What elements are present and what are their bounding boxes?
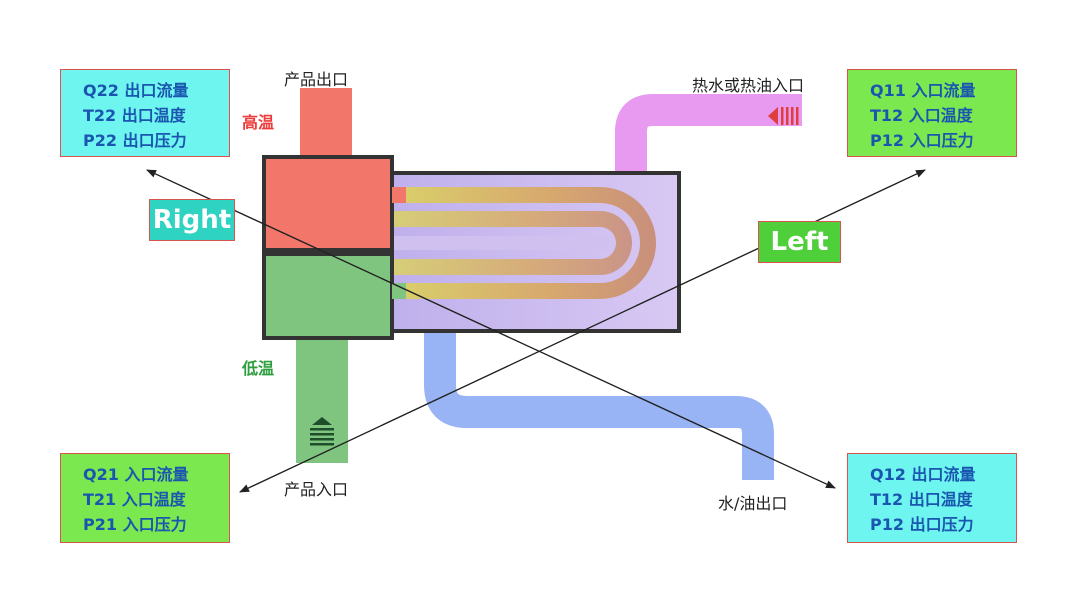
right-tag: Right: [149, 199, 235, 241]
left-tag: Left: [758, 221, 841, 263]
product-outlet-pipe: [300, 88, 352, 162]
hot-water-inlet-pipe: [615, 94, 802, 180]
info-line: T12 入口温度: [870, 106, 973, 125]
product-inlet-pipe: [296, 335, 348, 463]
low-temp-label: 低温: [242, 359, 275, 378]
high-temp-label: 高温: [242, 113, 275, 132]
water-oil-outlet-label: 水/油出口: [718, 494, 788, 513]
info-line: Q12 出口流量: [870, 465, 976, 484]
water-oil-outlet-pipe: [424, 330, 774, 480]
product-inlet-label: 产品入口: [284, 480, 349, 499]
inlet-arrow-icon: [768, 107, 799, 125]
info-line: Q21 入口流量: [83, 465, 189, 484]
info-line: P21 入口压力: [83, 515, 187, 534]
info-line: T22 出口温度: [83, 106, 186, 125]
info-box-top-right: Q11 入口流量 T12 入口温度 P12 入口压力: [847, 69, 1017, 157]
product-outlet-label: 产品出口: [284, 70, 349, 89]
product-inlet-arrow-icon: [310, 417, 334, 446]
info-line: P12 入口压力: [870, 131, 974, 150]
info-box-bottom-right: Q12 出口流量 T12 出口温度 P12 出口压力: [847, 453, 1017, 543]
cold-chamber: [262, 252, 394, 340]
info-line: Q22 出口流量: [83, 81, 189, 100]
hot-water-inlet-label: 热水或热油入口: [692, 76, 805, 95]
info-line: P12 出口压力: [870, 515, 974, 534]
hot-chamber: [262, 155, 394, 252]
u-tube-bundle: [392, 187, 656, 299]
info-box-bottom-left: Q21 入口流量 T21 入口温度 P21 入口压力: [60, 453, 230, 543]
right-arrow-tail: [146, 169, 836, 489]
info-line: T12 出口温度: [870, 490, 973, 509]
info-line: Q11 入口流量: [870, 81, 976, 100]
info-box-top-left: Q22 出口流量 T22 出口温度 P22 出口压力: [60, 69, 230, 157]
info-line: T21 入口温度: [83, 490, 186, 509]
info-line: P22 出口压力: [83, 131, 187, 150]
